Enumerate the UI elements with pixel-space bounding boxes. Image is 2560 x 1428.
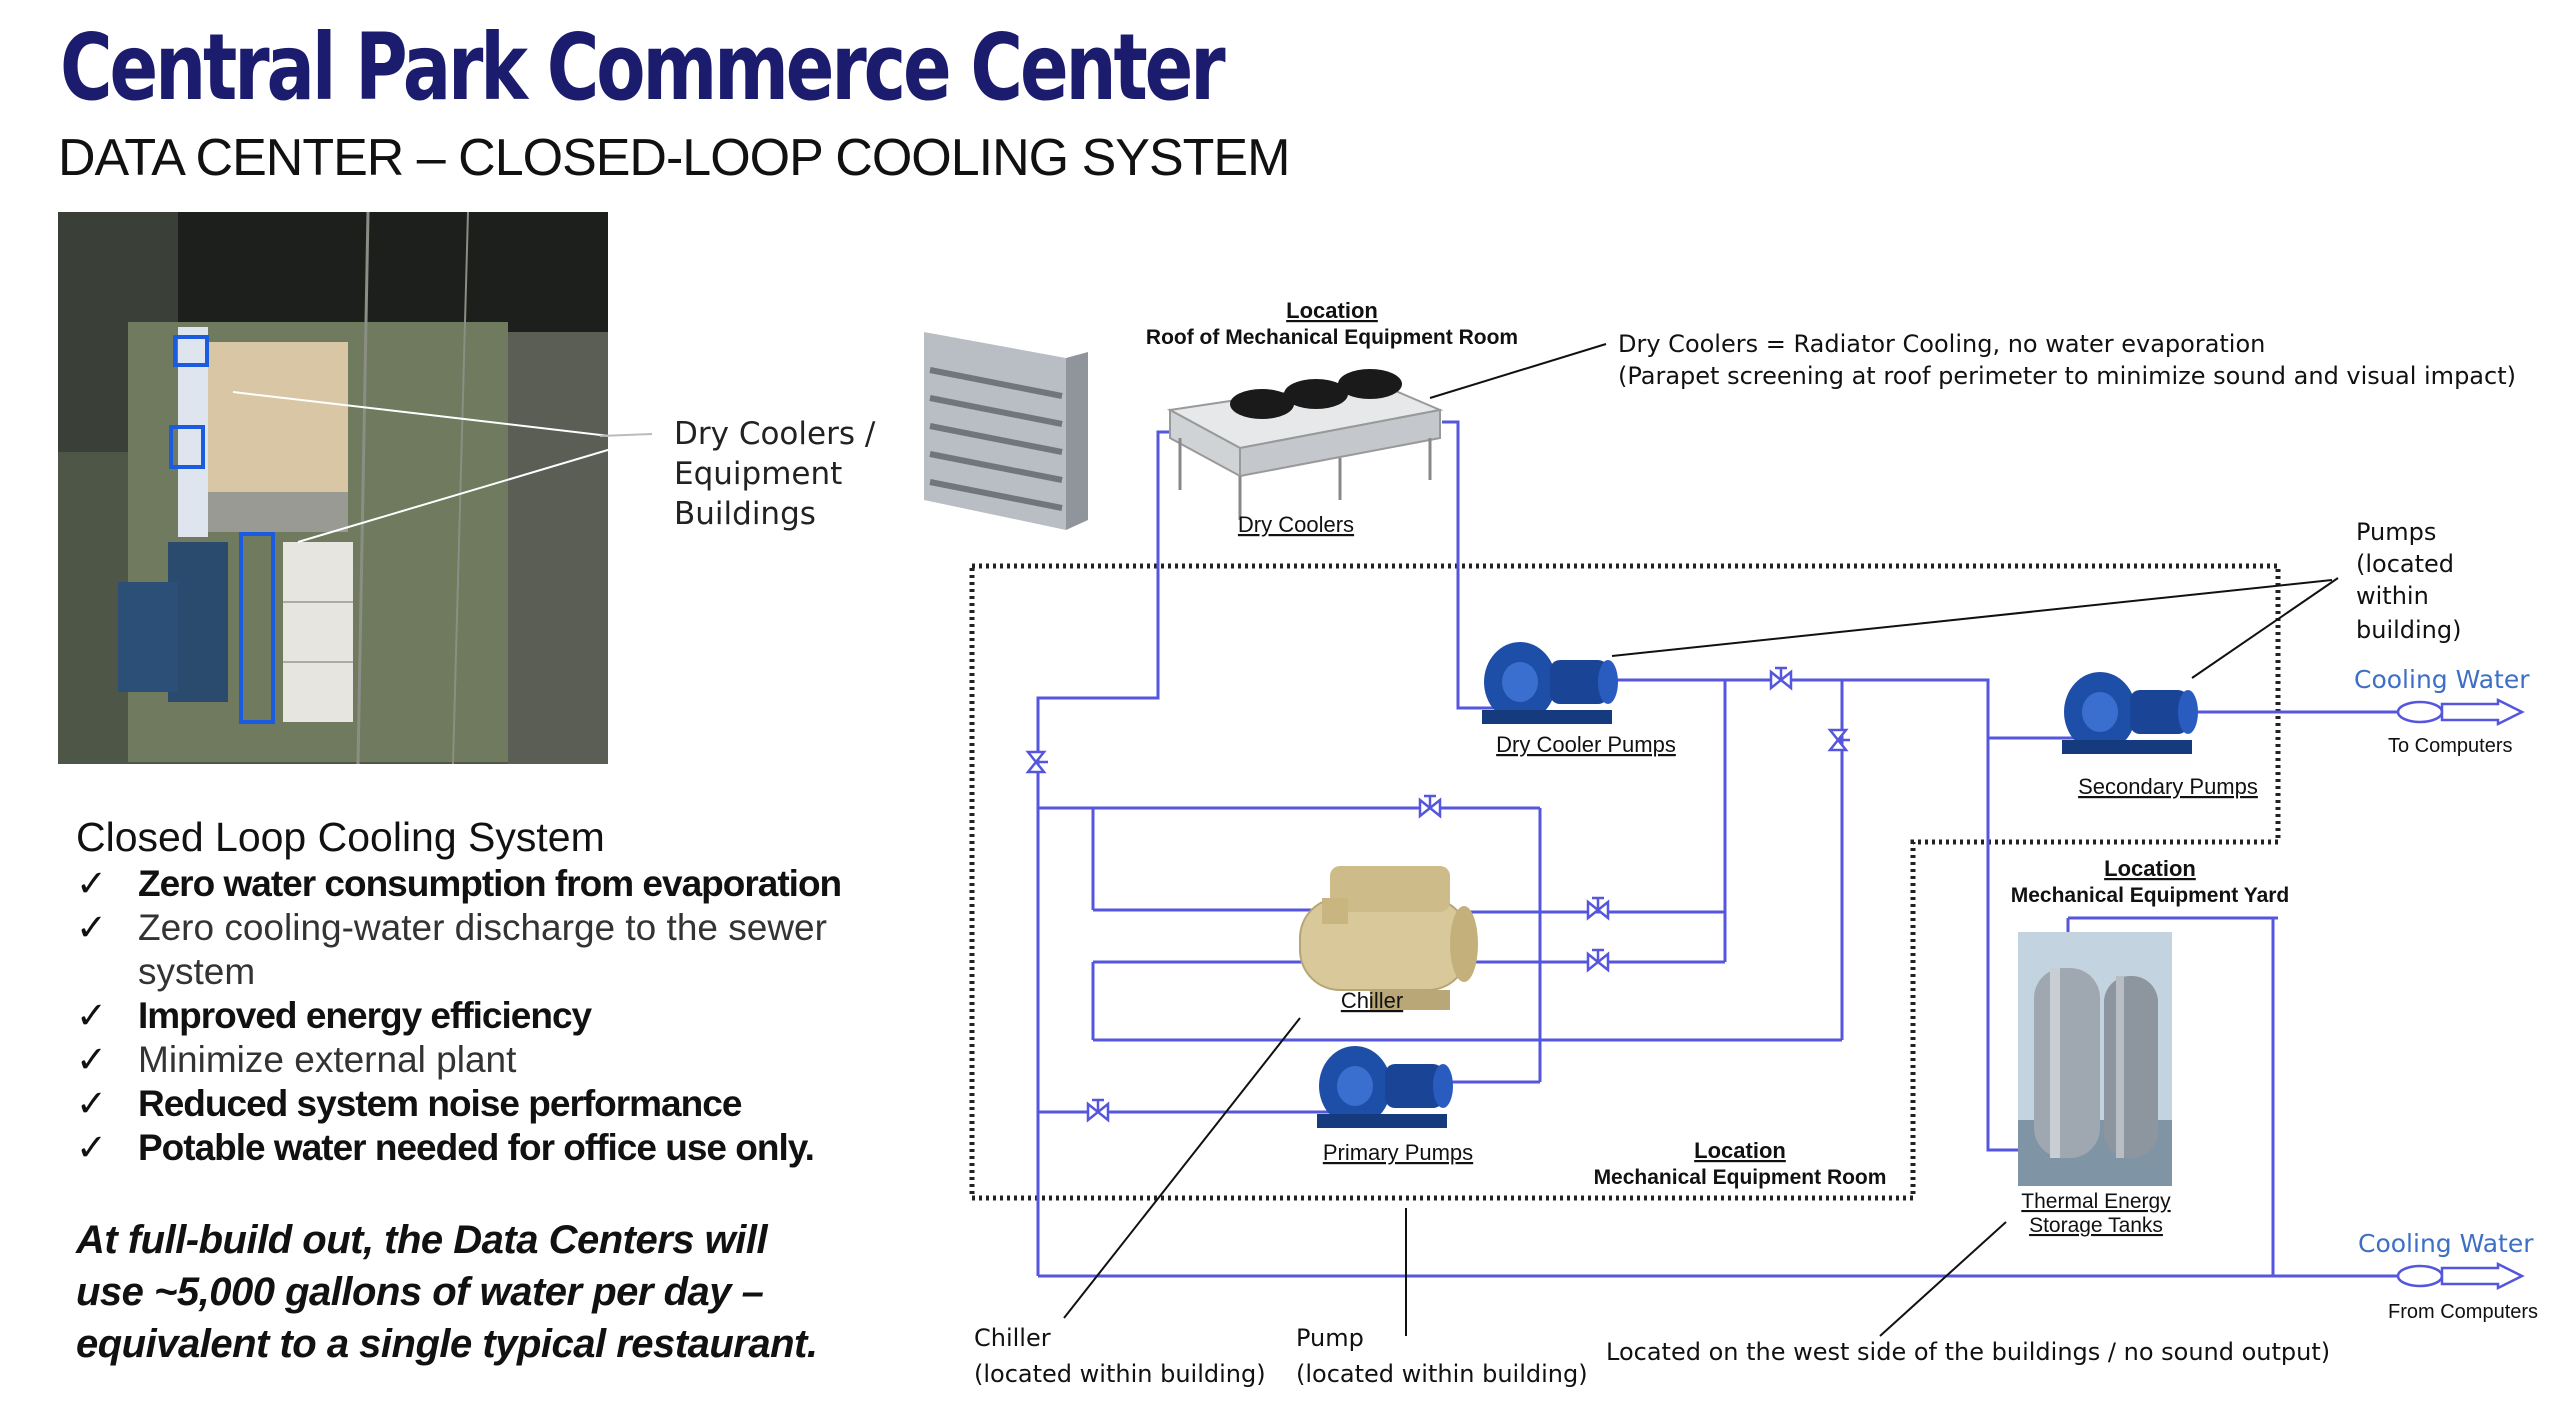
cooling-water-out-label: Cooling Water — [2354, 665, 2530, 694]
pumps-note: (located — [2356, 550, 2454, 578]
valve-icon — [1026, 750, 1050, 774]
room-location-title: Location — [1694, 1138, 1786, 1163]
features-list: ✓ Zero water consumption from evaporatio… — [76, 862, 876, 1170]
secondary-pumps-label: Secondary Pumps — [2078, 774, 2258, 799]
chiller-note: (located within building) — [974, 1360, 1266, 1388]
valve-icon — [1586, 948, 1610, 972]
room-location-name: Mechanical Equipment Room — [1594, 1166, 1887, 1189]
aerial-callout-line: Equipment — [674, 456, 843, 492]
valve-icon — [1769, 666, 1793, 690]
feature-item: ✓ Minimize external plant — [76, 1039, 517, 1080]
valve-icon — [1586, 896, 1610, 920]
dry-cooler-unit-image — [1166, 369, 1444, 520]
summary-line: equivalent to a single typical restauran… — [76, 1322, 818, 1366]
pump-note: Pump — [1296, 1324, 1364, 1352]
pumps-note: within — [2356, 582, 2429, 610]
tes-label: Storage Tanks — [2029, 1214, 2163, 1237]
aerial-callout-line: Buildings — [674, 496, 816, 532]
summary-statement: At full-build out, the Data Centers will… — [76, 1214, 896, 1370]
checkmark-icon: ✓ — [76, 1039, 108, 1080]
yard-location-name: Mechanical Equipment Yard — [2011, 884, 2290, 907]
mechanical-room-boundary — [969, 563, 2281, 1201]
from-computers-label: From Computers — [2388, 1301, 2538, 1323]
checkmark-icon: ✓ — [76, 907, 108, 948]
highlight-dry-cooler — [173, 335, 209, 367]
pumps-note: building) — [2356, 616, 2462, 644]
pump-note: (located within building) — [1296, 1360, 1588, 1388]
aerial-site-image — [58, 212, 608, 764]
pumps-note: Pumps — [2356, 518, 2436, 546]
checkmark-icon: ✓ — [76, 863, 108, 904]
cooling-system-diagram: Location Roof of Mechanical Equipment Ro… — [924, 298, 2538, 1388]
highlight-equipment-building — [239, 532, 275, 724]
aerial-callout: Dry Coolers / Equipment Buildings — [674, 414, 875, 534]
feature-item: ✓ Zero water consumption from evaporatio… — [76, 863, 842, 904]
secondary-pump-icon — [2062, 672, 2198, 754]
page-title: Central Park Commerce Center — [60, 14, 1226, 121]
aerial-callout-line: Dry Coolers / — [674, 416, 876, 452]
feature-item: ✓ Zero cooling-water discharge to the se… — [76, 907, 827, 948]
dry-cooler-pumps-label: Dry Cooler Pumps — [1496, 732, 1676, 757]
valve-icon — [1086, 1098, 1110, 1122]
roof-location-title: Location — [1286, 298, 1378, 323]
checkmark-icon: ✓ — [76, 995, 108, 1036]
dry-coolers-note: (Parapet screening at roof perimeter to … — [1618, 362, 2516, 390]
aerial-callout-leader — [600, 433, 653, 437]
features-heading: Closed Loop Cooling System — [76, 814, 605, 860]
primary-pumps-label: Primary Pumps — [1323, 1140, 1473, 1165]
chiller-image — [1299, 866, 1478, 1010]
roof-location-name: Roof of Mechanical Equipment Room — [1146, 326, 1518, 349]
chiller-label: Chiller — [1341, 988, 1403, 1013]
feature-item: ✓ Reduced system noise performance — [76, 1083, 742, 1124]
to-computers-label: To Computers — [2388, 735, 2513, 757]
leader-lines — [1063, 343, 2339, 1337]
checkmark-icon: ✓ — [76, 1127, 108, 1168]
primary-pump-icon — [1317, 1046, 1453, 1128]
parapet-screen-image — [924, 332, 1088, 530]
feature-item-continuation: system — [138, 951, 256, 992]
valve-icon — [1418, 794, 1442, 818]
yard-location-title: Location — [2104, 856, 2196, 881]
feature-item: ✓ Improved energy efficiency — [76, 995, 592, 1036]
cooling-water-out-arrow — [2396, 697, 2525, 727]
tes-label: Thermal Energy — [2021, 1190, 2171, 1213]
valve-icon — [1828, 728, 1852, 752]
dry-cooler-pump-icon — [1482, 642, 1618, 724]
thermal-storage-tanks-image — [2018, 932, 2172, 1186]
cooling-water-in-arrow — [2396, 1261, 2525, 1291]
summary-line: At full-build out, the Data Centers will — [76, 1218, 768, 1262]
cooling-water-in-label: Cooling Water — [2358, 1229, 2534, 1258]
checkmark-icon: ✓ — [76, 1083, 108, 1124]
chiller-note: Chiller — [974, 1324, 1051, 1352]
summary-line: use ~5,000 gallons of water per day – — [76, 1270, 764, 1314]
highlight-dry-cooler — [169, 425, 205, 469]
feature-item: ✓ Potable water needed for office use on… — [76, 1127, 815, 1168]
tes-note: Located on the west side of the building… — [1606, 1338, 2330, 1366]
dry-coolers-label: Dry Coolers — [1238, 512, 1354, 537]
dry-coolers-note: Dry Coolers = Radiator Cooling, no water… — [1618, 330, 2265, 358]
page-subtitle: DATA CENTER – CLOSED-LOOP COOLING SYSTEM — [58, 129, 1290, 187]
